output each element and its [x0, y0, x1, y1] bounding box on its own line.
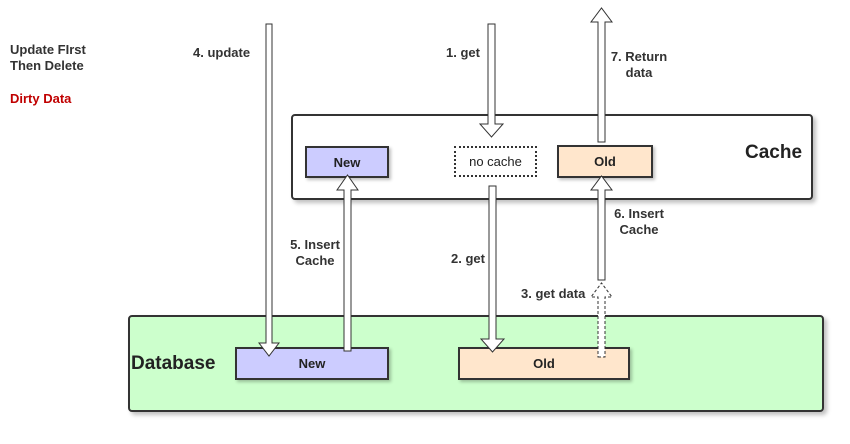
step5-label-line1: 5. Insert	[290, 237, 340, 252]
step4-label: 4. update	[193, 45, 251, 60]
dirty-data-note: Dirty Data	[10, 91, 72, 106]
step7-label-line2: data	[625, 65, 653, 80]
arrow-step3-get-data	[590, 282, 613, 358]
step6-label-line1: 6. Insert	[614, 206, 664, 221]
step7-label-line1: 7. Return	[610, 49, 668, 64]
step7-label: 7. Return data	[607, 49, 671, 81]
note-line-2: Then Delete	[10, 58, 84, 73]
arrow-step6-insert-cache	[590, 175, 613, 281]
cache-title: Cache	[745, 142, 803, 163]
arrow-step1-get	[478, 23, 505, 138]
cache-new-box: New	[305, 146, 389, 178]
step5-label: 5. Insert Cache	[286, 237, 344, 269]
step2-label: 2. get	[451, 251, 485, 266]
arrow-step7-return-data	[590, 7, 613, 143]
step6-label: 6. Insert Cache	[610, 206, 668, 238]
db-new-box: New	[235, 347, 389, 380]
cache-no-cache-box: no cache	[454, 146, 537, 177]
arrow-step4-update	[257, 23, 281, 357]
database-title: Database	[131, 353, 216, 374]
note-line-1: Update FIrst	[10, 42, 86, 57]
cache-old-box: Old	[557, 145, 653, 178]
step3-label: 3. get data	[521, 286, 586, 301]
arrow-step2-get	[479, 185, 506, 353]
arrow-step5-insert-cache	[336, 174, 359, 352]
step5-label-line2: Cache	[295, 253, 335, 268]
step6-label-line2: Cache	[619, 222, 659, 237]
step1-label: 1. get	[446, 45, 480, 60]
